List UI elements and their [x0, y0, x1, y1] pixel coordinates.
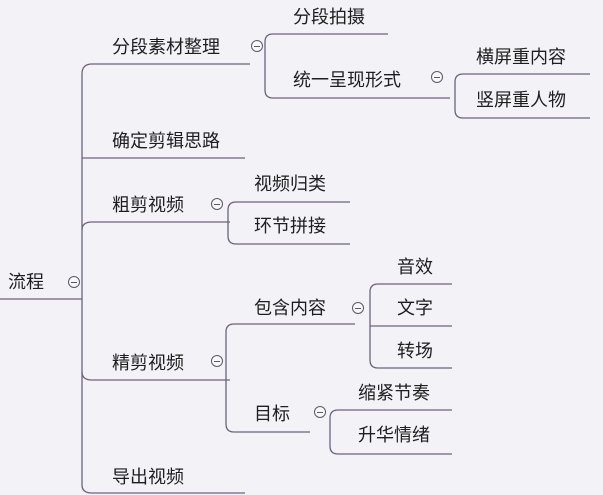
- unified-to-landscape-connector: [454, 73, 590, 98]
- rough-to-splice-connector: [227, 222, 350, 245]
- leaf-tighten[interactable]: 缩紧节奏: [358, 383, 430, 404]
- leaf-classify[interactable]: 视频归类: [254, 174, 326, 195]
- leaf-segment-shoot[interactable]: 分段拍摄: [293, 7, 365, 28]
- branch-rough-cut[interactable]: 粗剪视频: [112, 195, 184, 216]
- root-to-segment-connector: [81, 63, 250, 299]
- leaf-elevate[interactable]: 升华情绪: [358, 425, 430, 446]
- goals-to-tighten-connector: [329, 409, 452, 432]
- collapse-minus-icon[interactable]: [68, 276, 80, 288]
- collapse-minus-icon[interactable]: [211, 355, 223, 367]
- segment-to-shoot-connector: [264, 33, 388, 64]
- collapse-minus-icon[interactable]: [251, 40, 263, 52]
- branch-segment-material[interactable]: 分段素材整理: [112, 37, 220, 58]
- collapse-minus-icon[interactable]: [314, 406, 326, 418]
- branch-export[interactable]: 导出视频: [112, 467, 184, 488]
- root-to-rough-cut-connector: [81, 221, 230, 231]
- branch-edit-idea[interactable]: 确定剪辑思路: [112, 131, 220, 152]
- branch-fine-cut[interactable]: 精剪视频: [112, 353, 184, 374]
- leaf-portrait[interactable]: 竖屏重人物: [476, 90, 566, 111]
- fine-to-goals-connector: [225, 380, 310, 433]
- root-to-export-connector: [81, 299, 245, 494]
- fine-to-contents-connector: [225, 323, 355, 380]
- leaf-text[interactable]: 文字: [397, 298, 433, 319]
- node-contents[interactable]: 包含内容: [254, 298, 326, 319]
- leaf-transition[interactable]: 转场: [397, 341, 433, 362]
- root-node[interactable]: 流程: [8, 272, 44, 293]
- leaf-sound[interactable]: 音效: [397, 257, 433, 278]
- node-unified-form[interactable]: 统一呈现形式: [293, 70, 401, 91]
- collapse-minus-icon[interactable]: [352, 302, 364, 314]
- contents-to-sound-connector: [369, 283, 452, 324]
- collapse-minus-icon[interactable]: [211, 198, 223, 210]
- leaf-landscape[interactable]: 横屏重内容: [476, 47, 566, 68]
- node-goals[interactable]: 目标: [254, 404, 290, 425]
- leaf-splice[interactable]: 环节拼接: [254, 216, 326, 237]
- goals-to-elevate-connector: [329, 432, 452, 455]
- unified-to-portrait-connector: [454, 98, 590, 119]
- segment-to-unified-connector: [264, 64, 450, 99]
- contents-to-transition-connector: [369, 324, 452, 369]
- rough-to-classify-connector: [227, 201, 350, 222]
- collapse-minus-icon[interactable]: [431, 71, 443, 83]
